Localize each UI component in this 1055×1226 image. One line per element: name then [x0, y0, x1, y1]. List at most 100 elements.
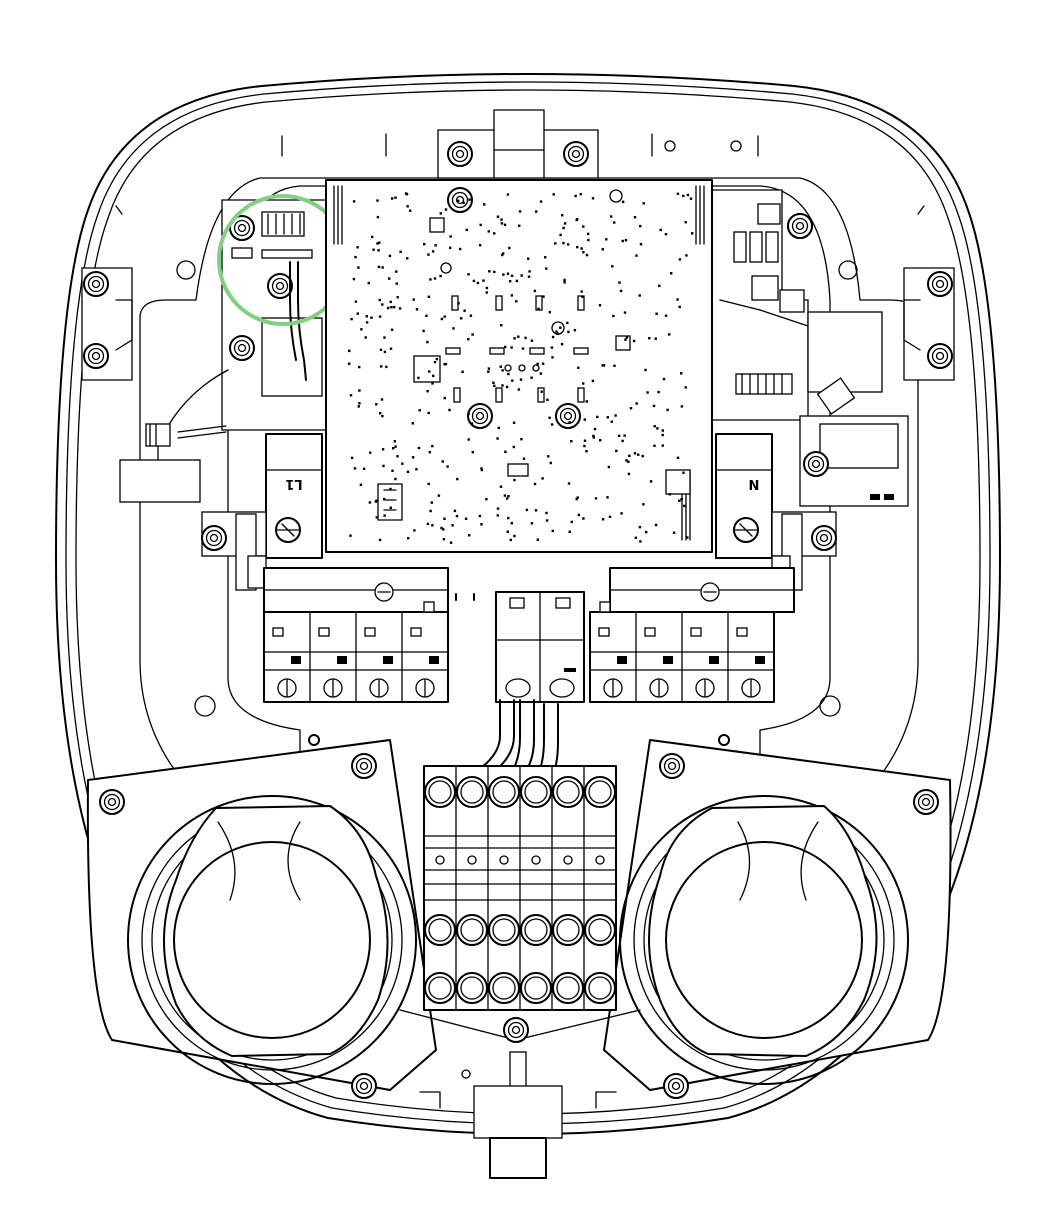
pcb-dot	[354, 300, 358, 303]
pcb-dot	[493, 270, 496, 274]
pcb-dot	[453, 509, 457, 513]
pcb-dot	[545, 519, 549, 522]
pcb-dot	[629, 407, 633, 410]
pcb-dot	[423, 243, 426, 246]
pcb-dot	[662, 377, 666, 381]
pcb-dot	[378, 241, 381, 244]
pcb-dot	[478, 244, 482, 247]
pcb-dot	[470, 422, 474, 425]
pcb-dot	[512, 421, 516, 424]
pcb-dot	[378, 538, 382, 542]
pcb-dot	[568, 530, 571, 533]
pcb-dot	[512, 445, 515, 449]
pcb-dot	[515, 279, 519, 283]
pcb-dot	[601, 364, 604, 367]
pcb-dot	[596, 415, 599, 419]
pcb-dot	[452, 327, 455, 330]
pcb-dot	[492, 381, 495, 384]
pcb-dot	[368, 501, 372, 504]
pcb-dot	[499, 485, 503, 488]
pcb-dot	[501, 384, 504, 387]
mcb-toggle	[410, 627, 422, 637]
pcb-dot	[469, 314, 473, 317]
pcb-dot	[468, 198, 471, 201]
pcb-dot	[417, 446, 421, 450]
pcb-dot	[412, 298, 415, 301]
pcb-dot	[441, 460, 444, 463]
pcb-dot	[601, 248, 604, 251]
pcb-dot	[513, 337, 516, 340]
pcb-dot	[381, 303, 384, 306]
pcb-dot	[592, 434, 595, 438]
pcb-dot	[517, 335, 520, 338]
pcb-dot	[548, 311, 551, 314]
pcb-dot	[506, 530, 509, 533]
pcb-dot	[645, 530, 648, 534]
pcb-dot	[430, 501, 433, 504]
pcb-dot	[471, 451, 474, 454]
pcb-dot	[670, 272, 673, 275]
pcb-dot	[682, 471, 685, 474]
pcb-dot	[550, 423, 554, 426]
terminal-clip	[467, 855, 477, 865]
pcb-dot	[613, 221, 616, 224]
pcb-dot	[493, 232, 496, 235]
pcb-dot	[467, 338, 470, 341]
pcb-dot	[356, 246, 359, 249]
pcb-dot	[448, 408, 451, 412]
pcb-dot	[467, 273, 470, 276]
pcb-dot	[602, 364, 606, 367]
pcb-dot	[530, 522, 534, 525]
pcb-dot	[659, 228, 662, 232]
pcb-dot	[487, 230, 490, 233]
pcb-dot	[639, 540, 642, 543]
pcb-dot	[541, 477, 544, 480]
pcb-dot	[429, 509, 432, 513]
pcb-dot	[539, 200, 543, 203]
pcb-dot	[381, 414, 384, 418]
pcb-dot	[641, 454, 644, 458]
pcb-dot	[359, 483, 363, 486]
terminal-screw-inner	[588, 918, 612, 942]
pcb-dot	[413, 529, 416, 532]
pcb-dot	[684, 386, 687, 389]
pcb-dot	[504, 345, 507, 349]
pcb-dot	[608, 515, 612, 518]
pcb-dot	[513, 534, 516, 538]
pcb-dot	[653, 444, 656, 447]
pcb-dot	[586, 232, 590, 236]
pcb-dot	[394, 477, 397, 481]
pcb-dot	[576, 218, 579, 221]
terminal-screw-inner	[460, 976, 484, 1000]
pcb-dot	[485, 498, 488, 501]
left-socket-holder	[86, 739, 437, 1099]
pcb-dot	[563, 278, 566, 282]
pcb-dot	[376, 215, 380, 219]
pcb-dot	[496, 215, 500, 218]
pcb-dot	[476, 281, 480, 285]
pcb-dot	[496, 514, 499, 517]
pcb-dot	[383, 350, 387, 354]
pcb-dot	[541, 362, 545, 365]
pcb-dot	[520, 274, 523, 277]
right-breaker-label: N	[749, 479, 760, 494]
pcb-dot	[395, 270, 398, 273]
pcb-dot	[627, 460, 630, 463]
pcb-dot	[560, 343, 564, 346]
pcb-dot	[348, 362, 351, 365]
pcb-dot	[598, 304, 602, 307]
pcb-dot	[352, 200, 356, 203]
pcb-dot	[433, 277, 437, 280]
pcb-dot	[685, 254, 688, 257]
pcb-dot	[510, 274, 514, 277]
pcb-dot	[394, 445, 397, 448]
pcb-dot	[457, 199, 460, 202]
pcb-dot	[379, 348, 383, 351]
pcb-dot	[381, 448, 385, 451]
terminal-screw-inner	[492, 918, 516, 942]
pcb-dot	[358, 402, 361, 405]
pcb-dot	[381, 266, 384, 269]
pcb-dot	[383, 497, 386, 501]
pcb-dot	[637, 453, 640, 456]
pcb-dot	[443, 315, 446, 318]
